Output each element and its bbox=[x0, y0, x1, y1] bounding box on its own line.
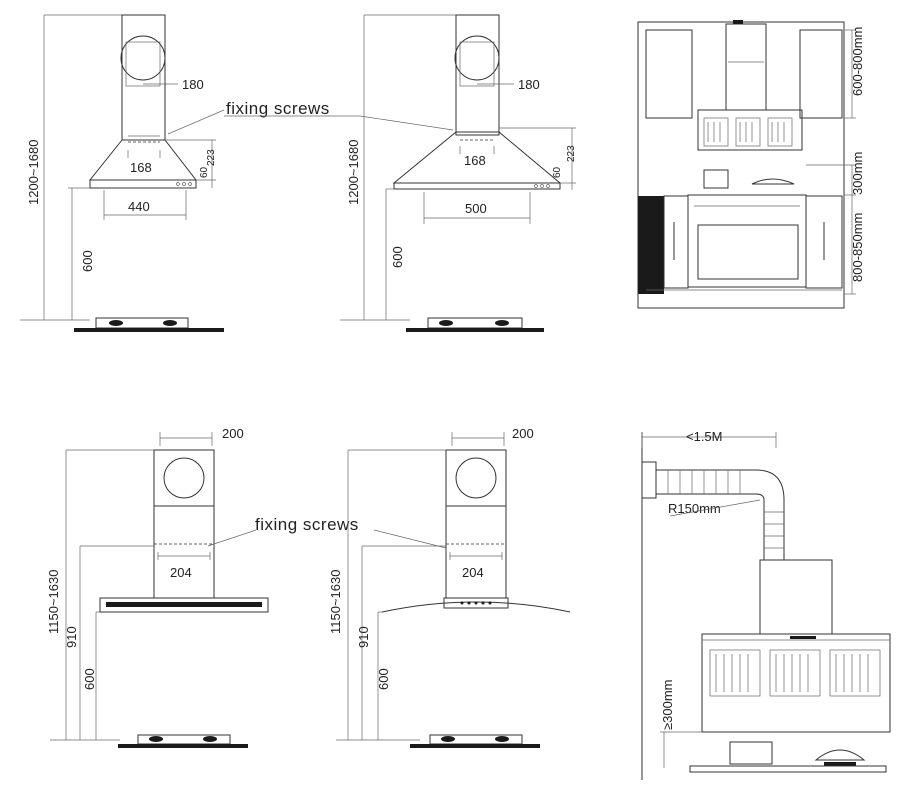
d4-bracket-width: 204 bbox=[170, 565, 192, 580]
d2-dim-60: 60 bbox=[552, 166, 563, 178]
d4-fixing-label: fixing screws bbox=[255, 515, 359, 534]
d3-cooker bbox=[687, 194, 807, 288]
d1-height-range: 1200~1680 bbox=[26, 140, 41, 205]
d5-clearance: 600 bbox=[376, 668, 391, 690]
d2-duct-width: 180 bbox=[518, 77, 540, 92]
d1-dim-60: 60 bbox=[199, 166, 210, 178]
d3-pan bbox=[751, 178, 795, 185]
d1-duct-circle bbox=[120, 35, 166, 81]
d4-chimney-lower bbox=[153, 505, 215, 599]
d6-wall-vent bbox=[641, 461, 657, 499]
d2-duct-circle bbox=[454, 35, 500, 81]
d4-clearance: 600 bbox=[82, 668, 97, 690]
d3-right-cabinet bbox=[799, 29, 843, 119]
d6-hood bbox=[701, 633, 891, 733]
d2-countertop bbox=[406, 328, 544, 332]
d5-bracket-width: 204 bbox=[462, 565, 484, 580]
d6-bend-radius: R150mm bbox=[668, 501, 721, 516]
d2-bracket-width: 168 bbox=[464, 153, 486, 168]
d4-fixing-screws-callout: fixing screws bbox=[207, 515, 447, 549]
d6-chimney bbox=[759, 559, 833, 635]
diagram-3-kitchen-elevation: 600-800mm 300mm 800-850mm bbox=[637, 20, 865, 309]
diagram-6-ducting-installation: <1.5M R150mm ≥300mm bbox=[641, 429, 891, 780]
diagram-4-flat-hood: 200 1150~1630 910 204 600 bbox=[46, 426, 269, 748]
d2-clearance: 600 bbox=[390, 246, 405, 268]
d2-hood-base bbox=[393, 182, 561, 190]
diagram-5-curved-hood: 200 1150~1630 910 204 600 bbox=[328, 426, 571, 748]
d1-hood-base bbox=[89, 179, 197, 189]
d2-dim-223: 223 bbox=[566, 145, 577, 162]
d6-duct-length: <1.5M bbox=[686, 429, 723, 444]
d2-chimney bbox=[455, 14, 500, 136]
d6-countertop bbox=[689, 765, 887, 773]
d4-height-range: 1150~1630 bbox=[46, 570, 61, 634]
d3-gap-height: 300mm bbox=[850, 152, 865, 195]
diagram-2-pyramid-hood: 1200~1680 180 168 223 60 500 600 bbox=[340, 14, 577, 332]
d1-duct-width: 180 bbox=[182, 77, 204, 92]
d2-height-range: 1200~1680 bbox=[346, 140, 361, 205]
d3-pot bbox=[703, 169, 729, 189]
d5-duct-circle bbox=[455, 457, 497, 499]
d3-hood bbox=[697, 109, 803, 151]
d1-countertop bbox=[74, 328, 224, 332]
d3-counter-height: 800-850mm bbox=[850, 213, 865, 282]
d1-dim-223: 223 bbox=[206, 149, 217, 166]
d4-duct-width: 200 bbox=[222, 426, 244, 441]
d1-fixing-label: fixing screws bbox=[226, 99, 330, 118]
d1-fixing-screws-callout: fixing screws bbox=[167, 99, 454, 135]
d4-dim-910: 910 bbox=[64, 626, 79, 648]
d1-hood-width: 440 bbox=[128, 199, 150, 214]
d4-countertop bbox=[118, 744, 248, 748]
d4-hood-panel bbox=[99, 597, 269, 613]
d6-min-clearance: ≥300mm bbox=[660, 680, 675, 730]
d1-chimney bbox=[121, 14, 166, 141]
diagram-1-pyramid-hood: 1200~1680 180 168 223 60 440 600 bbox=[20, 14, 224, 332]
d5-height-range: 1150~1630 bbox=[328, 570, 343, 634]
d6-wok bbox=[814, 749, 866, 761]
d3-cabinet-height: 600-800mm bbox=[850, 27, 865, 96]
d3-chimney bbox=[725, 23, 767, 111]
d6-pot bbox=[729, 741, 773, 765]
d1-bracket-width: 168 bbox=[130, 160, 152, 175]
d5-dim-910: 910 bbox=[356, 626, 371, 648]
d5-duct-width: 200 bbox=[512, 426, 534, 441]
d4-duct-circle bbox=[163, 457, 205, 499]
d5-control-bar bbox=[443, 597, 509, 609]
d5-countertop bbox=[410, 744, 540, 748]
d3-left-cabinet bbox=[645, 29, 693, 119]
d2-hood-width: 500 bbox=[465, 201, 487, 216]
d1-clearance: 600 bbox=[80, 250, 95, 272]
d5-chimney-lower bbox=[445, 505, 507, 599]
